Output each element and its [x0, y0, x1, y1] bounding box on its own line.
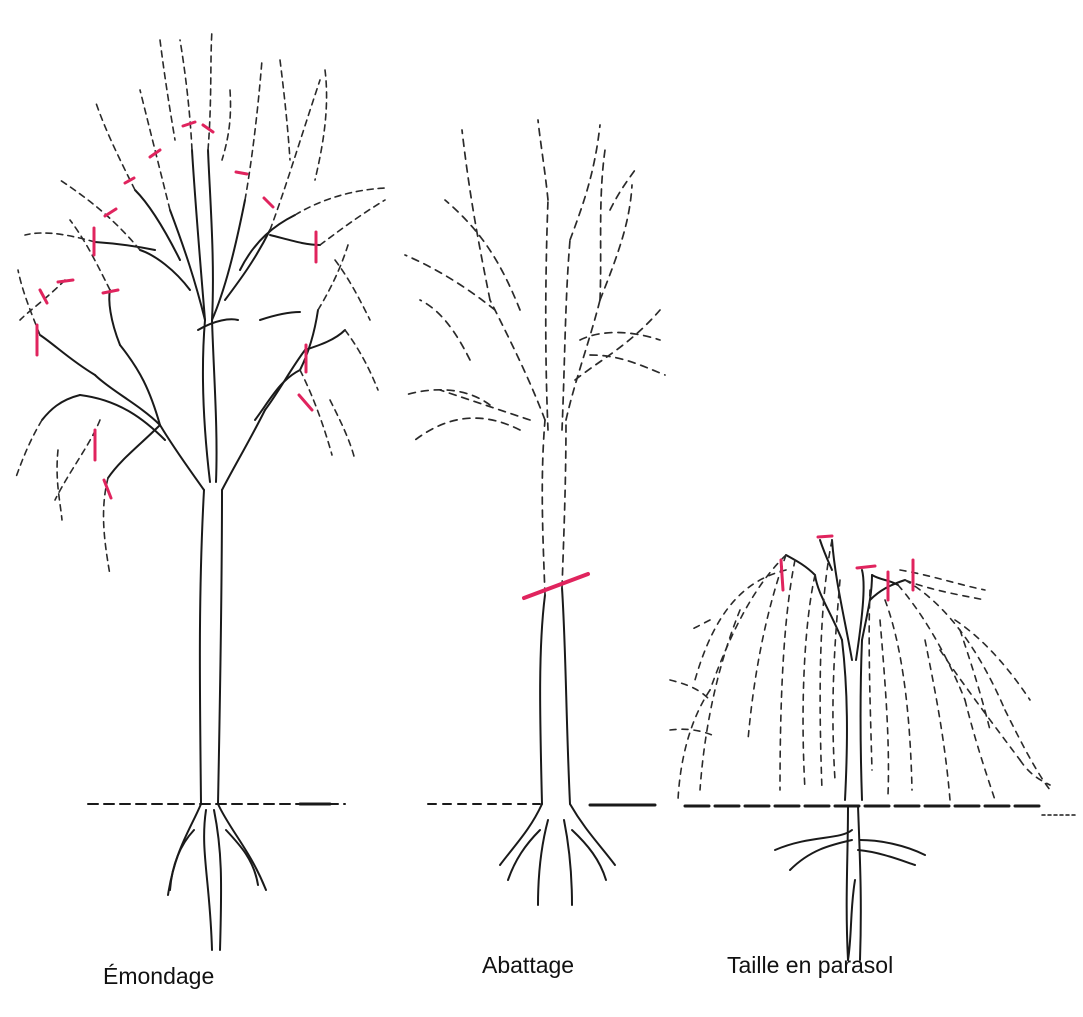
roots-3	[775, 806, 925, 960]
tree-emondage	[15, 30, 385, 950]
trunk-2	[540, 588, 570, 804]
cut-marks-3	[781, 536, 913, 600]
cut-mark-2	[524, 574, 588, 598]
caption-emondage: Émondage	[103, 963, 214, 990]
tree-abattage	[405, 120, 665, 905]
caption-abattage: Abattage	[482, 952, 574, 979]
roots-1	[168, 804, 266, 950]
crown-dashed-2	[405, 120, 665, 595]
trunk-1	[200, 490, 222, 804]
ground-line-4	[685, 806, 1075, 815]
roots-2	[500, 804, 615, 905]
tree-parasol	[670, 536, 1075, 960]
caption-parasol: Taille en parasol	[727, 952, 893, 979]
crown-solid-1	[40, 150, 345, 490]
cut-marks-1	[37, 122, 316, 498]
